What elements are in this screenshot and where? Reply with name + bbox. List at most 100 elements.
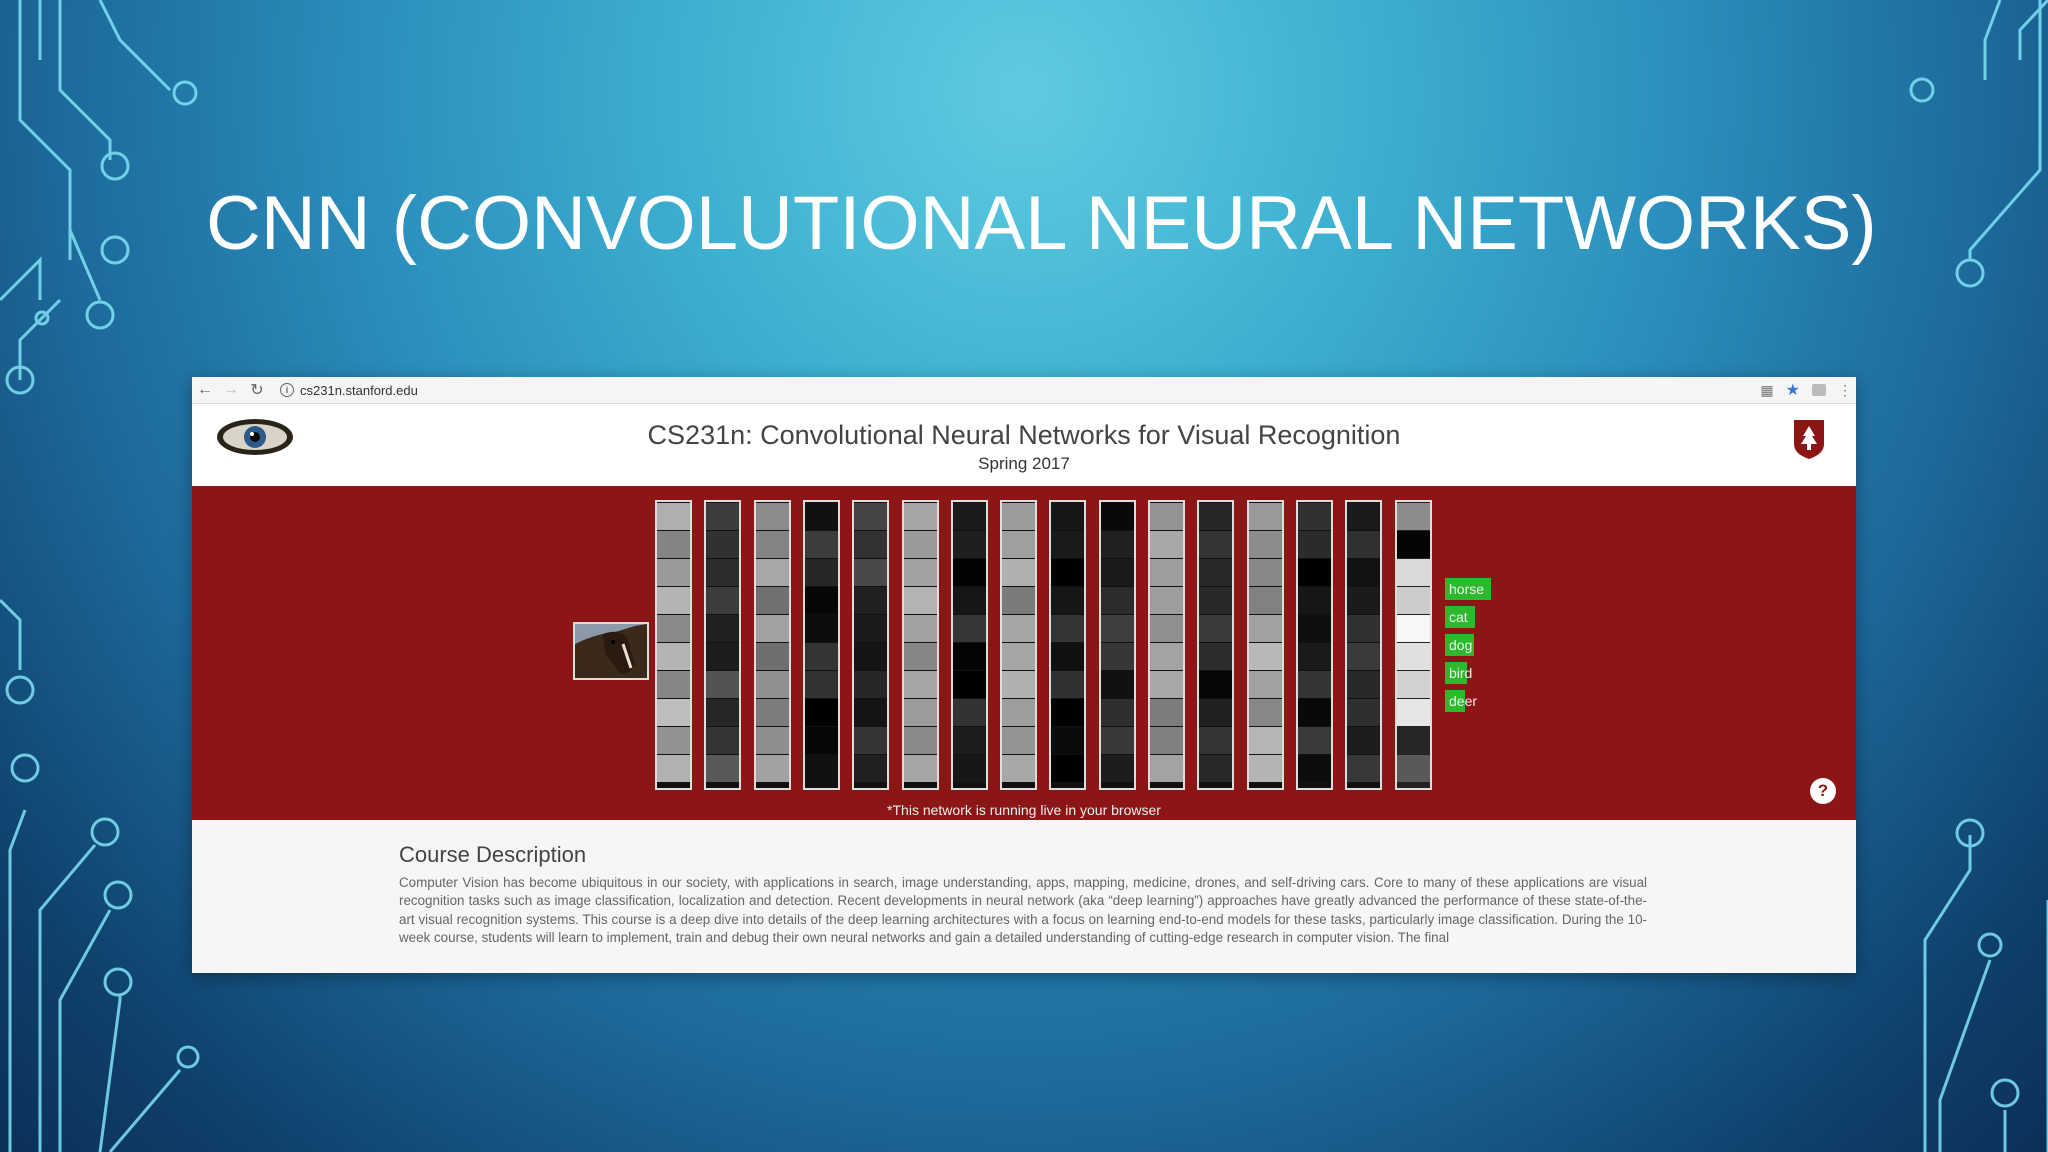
activation-map <box>952 559 986 586</box>
activation-map <box>952 503 986 530</box>
activation-map <box>1199 643 1233 670</box>
activation-map <box>1051 699 1085 726</box>
activation-map <box>1002 531 1036 558</box>
activation-map <box>1002 755 1036 782</box>
activation-map <box>1002 699 1036 726</box>
input-horse-image <box>573 622 649 680</box>
help-button[interactable]: ? <box>1810 778 1836 804</box>
activation-column <box>1345 500 1383 790</box>
menu-icon[interactable]: ⋮ <box>1838 381 1852 398</box>
activation-map <box>1051 559 1085 586</box>
prediction-score-bar <box>1445 634 1474 656</box>
course-description-section: Course Description Computer Vision has b… <box>192 820 1856 973</box>
translate-icon[interactable]: ▦ <box>1760 381 1774 398</box>
activation-map <box>1199 587 1233 614</box>
star-icon[interactable]: ★ <box>1785 382 1800 399</box>
back-icon[interactable]: ← <box>197 381 213 398</box>
activation-map <box>1002 559 1036 586</box>
activation-map <box>1347 671 1381 698</box>
activation-map <box>706 503 740 530</box>
activation-map <box>755 587 789 614</box>
activation-map <box>1100 615 1134 642</box>
activation-map <box>952 531 986 558</box>
activation-map <box>952 587 986 614</box>
probability-cell <box>1397 643 1430 670</box>
activation-map <box>854 531 888 558</box>
activation-map <box>706 559 740 586</box>
activation-column <box>753 500 791 790</box>
site-title: CS231n: Convolutional Neural Networks fo… <box>647 420 1401 450</box>
prediction-label-text: bird <box>1449 665 1473 681</box>
forward-icon[interactable]: → <box>223 381 239 398</box>
activation-map <box>1297 671 1331 698</box>
activation-map <box>1150 503 1183 530</box>
activation-map <box>706 699 740 726</box>
prediction-score-bar <box>1445 662 1467 684</box>
activation-map <box>706 531 740 558</box>
activation-map <box>1297 587 1331 614</box>
extension-icon[interactable] <box>1812 384 1826 396</box>
activation-map <box>1150 531 1183 558</box>
activation-map <box>1002 671 1036 698</box>
activation-map <box>854 643 888 670</box>
activation-map <box>1248 559 1282 586</box>
reload-icon[interactable]: ↻ <box>250 382 264 399</box>
activation-map <box>1248 755 1282 782</box>
activation-map <box>1002 643 1036 670</box>
activation-map <box>1199 531 1233 558</box>
activation-column <box>852 500 890 790</box>
activation-map <box>903 531 937 558</box>
address-bar[interactable]: i cs231n.stanford.edu <box>280 383 418 398</box>
course-text: Computer Vision has become ubiquitous in… <box>399 875 1647 945</box>
activation-map <box>706 671 740 698</box>
activation-map <box>1347 503 1381 530</box>
activation-map <box>1297 755 1331 782</box>
activation-map <box>854 755 888 782</box>
activation-map <box>1150 615 1183 642</box>
activation-map <box>804 671 838 698</box>
eye-logo <box>217 419 293 455</box>
activation-map <box>706 755 740 782</box>
activation-map <box>804 755 838 782</box>
activation-map <box>903 615 937 642</box>
course-heading: Course Description <box>399 842 587 867</box>
activation-map <box>1002 615 1036 642</box>
activation-map <box>657 503 690 530</box>
activation-map <box>804 615 838 642</box>
activation-map <box>1297 615 1331 642</box>
activation-map <box>1100 503 1134 530</box>
activation-map <box>657 727 690 754</box>
activation-map <box>854 727 888 754</box>
activation-map <box>657 615 690 642</box>
activation-map <box>952 671 986 698</box>
activation-column <box>1049 500 1087 790</box>
activation-map <box>1297 643 1331 670</box>
activation-map <box>657 531 690 558</box>
activation-map <box>706 615 740 642</box>
activation-map <box>1100 671 1134 698</box>
activation-column <box>1148 500 1185 790</box>
activation-map <box>804 727 838 754</box>
activation-column <box>1295 500 1333 790</box>
activation-map <box>1051 503 1085 530</box>
activation-map <box>1150 699 1183 726</box>
activation-map <box>1347 559 1381 586</box>
activation-map <box>903 727 937 754</box>
activation-map <box>1248 727 1282 754</box>
activation-map <box>706 643 740 670</box>
url-text: cs231n.stanford.edu <box>300 382 418 398</box>
activation-map <box>1347 727 1381 754</box>
prediction-score-bar <box>1445 578 1491 600</box>
activation-map <box>854 699 888 726</box>
activation-map <box>903 671 937 698</box>
site-subtitle: Spring 2017 <box>978 454 1070 473</box>
activation-map <box>854 671 888 698</box>
stanford-logo <box>1794 420 1824 459</box>
activation-map <box>1100 643 1134 670</box>
activation-map <box>1100 727 1134 754</box>
activation-map <box>1100 531 1134 558</box>
activation-map <box>657 671 690 698</box>
activation-map <box>1100 699 1134 726</box>
activation-map <box>1297 531 1331 558</box>
